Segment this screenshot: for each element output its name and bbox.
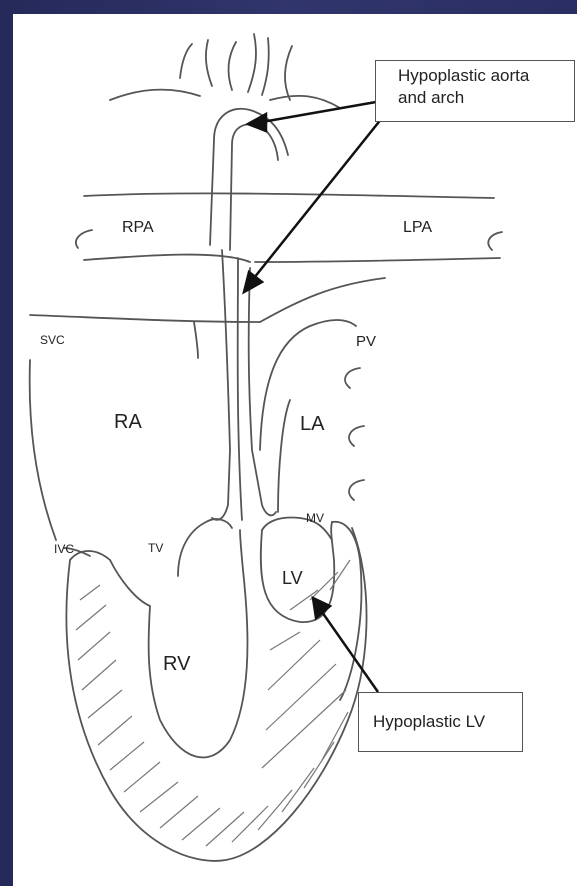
- arrow-aorta-shaft: [262, 102, 376, 122]
- label-ivc: IVC: [54, 542, 74, 556]
- arrow-aorta-head: [248, 114, 266, 131]
- ra-outline: [30, 360, 56, 540]
- trunk-right: [249, 268, 276, 515]
- neck-vessel-c2: [248, 34, 256, 92]
- pa-bar-lower-right: [260, 278, 385, 322]
- callout-hypoplastic-aorta: Hypoplastic aorta and arch: [375, 60, 575, 122]
- label-mv: MV: [306, 511, 324, 525]
- label-rv: RV: [163, 653, 191, 675]
- tricuspid-valve: [178, 519, 232, 576]
- rpa-curl: [76, 230, 92, 248]
- pv-curl-1: [345, 368, 360, 388]
- arrow-arch-head: [244, 272, 262, 292]
- label-tv: TV: [148, 541, 163, 555]
- callout-aorta-line1: Hypoplastic aorta: [398, 65, 574, 87]
- label-lv: LV: [282, 568, 303, 588]
- la-right: [278, 400, 290, 512]
- arrow-lv-shaft: [322, 612, 378, 692]
- neck-vessel-mid: [206, 40, 212, 86]
- lv-outer-wall: [332, 522, 361, 700]
- callout-hypoplastic-lv: Hypoplastic LV: [358, 692, 523, 752]
- arch-right: [270, 96, 340, 108]
- lpa-curl: [488, 232, 502, 250]
- callout-lv-text: Hypoplastic LV: [373, 711, 522, 733]
- label-pv: PV: [356, 333, 376, 350]
- label-ra: RA: [114, 411, 142, 433]
- aortic-arch: [210, 109, 288, 245]
- myocardium-hatching: [76, 560, 350, 846]
- brachio-curve: [110, 90, 200, 100]
- neck-vessel-c: [229, 42, 236, 90]
- upper-bar: [84, 193, 494, 198]
- label-svc: SVC: [40, 333, 65, 347]
- pa-bar-upper: [84, 255, 250, 262]
- pa-bar-upper-right: [255, 258, 500, 262]
- label-lpa: LPA: [403, 219, 432, 236]
- trunk-left: [212, 250, 230, 520]
- aortic-arch-inner: [230, 124, 278, 250]
- label-la: LA: [300, 413, 325, 435]
- pv-curl-2: [349, 426, 364, 446]
- label-rpa: RPA: [122, 219, 154, 236]
- trunk-mid: [238, 258, 242, 520]
- neck-vessel-left: [180, 44, 192, 78]
- neck-vessel-right: [262, 38, 269, 95]
- pv-curl-3: [349, 480, 364, 500]
- callout-aorta-line2: and arch: [398, 87, 574, 109]
- neck-vessel-right2: [285, 46, 292, 100]
- svc-line: [194, 322, 198, 358]
